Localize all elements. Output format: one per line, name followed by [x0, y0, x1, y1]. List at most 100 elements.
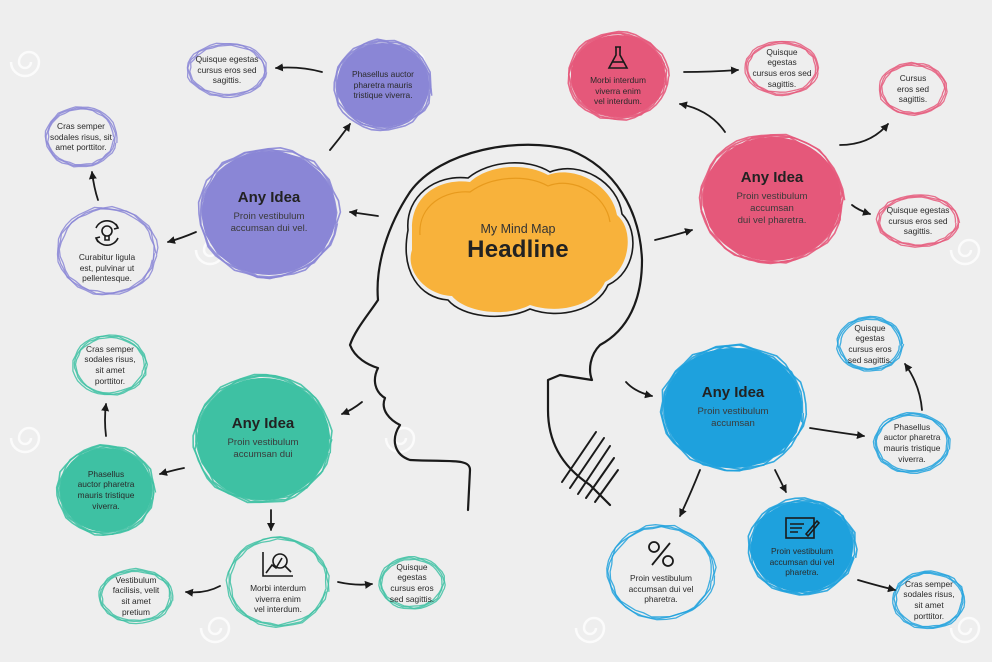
arrow-teal-to-filled — [159, 467, 185, 476]
headline-title: Headline — [467, 236, 569, 263]
blue-top-body: Quisque egestas cursus eros sed sagittis… — [847, 322, 893, 365]
teal-bottomleft-circle — [98, 567, 174, 625]
pink-main-node: Any Idea Proin vestibulum accumsan dui v… — [700, 134, 844, 264]
teal-main-title: Any Idea — [231, 415, 295, 433]
teal-bottomright-circle — [378, 555, 446, 610]
purple-left-body: Cras semper sodales risus, sit amet port… — [50, 120, 112, 153]
purple-left-node: Cras semper sodales risus, sit amet port… — [48, 108, 114, 166]
pink-bottom-circle — [875, 194, 961, 248]
blue-icon-circle — [606, 524, 717, 621]
lightbulb-cycle-icon — [94, 219, 120, 246]
teal-main-circle — [192, 373, 333, 504]
blue-right-body: Phasellus auctor pharetra mauris tristiq… — [883, 421, 941, 464]
blue-bottomright-body: Cras semper sodales risus, sit amet port… — [903, 578, 955, 621]
blue-main-title: Any Idea — [701, 384, 765, 402]
blue-bottomright-circle — [892, 570, 966, 630]
arrow-head-to-purple — [349, 209, 379, 217]
percent-icon — [648, 540, 674, 567]
blue-main-body: Proin vestibulum accumsan — [697, 405, 769, 430]
arrow-blue-to-icon — [679, 469, 701, 517]
arrow-purple-to-filled — [329, 123, 351, 151]
teal-top-body: Cras semper sodales risus, sit amet port… — [84, 343, 136, 386]
teal-main-node: Any Idea Proin vestibulum accumsan dui — [196, 376, 330, 502]
teal-filled-body: Phasellus auctor pharetra mauris tristiq… — [77, 468, 135, 511]
purple-main-title: Any Idea — [237, 189, 301, 207]
purple-topleft-node: Quisque egestas cursus eros sed sagittis… — [188, 44, 266, 96]
arrow-iconfilled-to-top — [683, 66, 739, 75]
teal-icon-circle — [225, 536, 330, 629]
chart-magnifier-icon — [262, 551, 293, 577]
teal-top-circle — [72, 334, 149, 396]
arrow-pink-to-iconfilled — [679, 101, 726, 133]
blue-iconfilled-node: Proin vestibulum accumsan dui vel pharet… — [750, 500, 854, 594]
pink-right-node: Cursus eros sed sagittis. — [880, 64, 946, 114]
central-headline: My Mind Map Headline — [430, 208, 606, 278]
purple-icon-body: Curabitur ligula est, pulvinar ut pellen… — [78, 251, 136, 284]
head-outline — [348, 143, 644, 512]
arrow-icon-to-bottomleft — [185, 585, 221, 597]
blue-main-node: Any Idea Proin vestibulum accumsan — [662, 346, 804, 470]
blue-right-node: Phasellus auctor pharetra mauris tristiq… — [874, 414, 950, 472]
purple-main-circle — [197, 146, 342, 280]
blue-iconfilled-circle — [747, 497, 858, 596]
teal-main-body: Proin vestibulum accumsan dui — [227, 436, 299, 461]
pink-top-node: Quisque egestas cursus eros sed sagittis… — [746, 42, 818, 94]
pink-main-title: Any Idea — [740, 169, 804, 187]
arrow-icon-to-bottomright — [337, 580, 373, 589]
teal-icon-node: Morbi interdum viverra enim vel interdum… — [228, 538, 328, 626]
pink-top-body: Quisque egestas cursus eros sed sagittis… — [752, 46, 812, 89]
arrow-head-to-pink — [654, 228, 693, 241]
teal-icon-body: Morbi interdum viverra enim vel interdum… — [250, 582, 306, 615]
teal-bottomright-body: Quisque egestas cursus eros sed sagittis… — [389, 561, 435, 604]
pink-iconfilled-circle — [567, 30, 670, 121]
arrow-filled-to-top — [101, 403, 110, 437]
arrow-iconfilled-to-bottomright — [857, 579, 896, 593]
purple-topleft-body: Quisque egestas cursus eros sed sagittis… — [195, 53, 259, 86]
pink-right-body: Cursus eros sed sagittis. — [896, 72, 930, 105]
pink-main-body: Proin vestibulum accumsan dui vel pharet… — [736, 190, 808, 227]
pink-bottom-node: Quisque egestas cursus eros sed sagittis… — [878, 196, 958, 246]
teal-bottomleft-body: Vestibulum facilisis, velit sit amet pre… — [112, 574, 160, 617]
teal-top-node: Cras semper sodales risus, sit amet port… — [74, 336, 146, 394]
blue-top-circle — [836, 315, 905, 372]
blue-bottomright-node: Cras semper sodales risus, sit amet port… — [894, 572, 964, 628]
pink-top-circle — [744, 40, 820, 97]
purple-filled-node: Phasellus auctor pharetra mauris tristiq… — [334, 40, 432, 130]
neck-hatching — [561, 431, 619, 503]
headline-subtitle: My Mind Map — [480, 222, 556, 236]
blue-icon-node: Proin vestibulum accumsan dui vel pharet… — [608, 526, 714, 618]
arrow-blue-to-iconfilled — [774, 469, 787, 493]
arrow-pink-to-right — [839, 123, 889, 146]
brain-shape — [405, 162, 634, 318]
pink-iconfilled-body: Morbi interdum viverra enim vel interdum… — [590, 74, 646, 107]
arrow-purple-to-icon — [167, 231, 197, 244]
purple-left-circle — [44, 106, 118, 168]
arrow-head-to-teal — [341, 401, 363, 416]
teal-filled-circle — [55, 443, 157, 537]
arrow-head-to-blue — [625, 381, 653, 399]
blue-iconfilled-body: Proin vestibulum accumsan dui vel pharet… — [769, 545, 835, 578]
blue-right-circle — [872, 412, 951, 474]
arrow-icon-to-left — [88, 171, 99, 201]
document-pen-icon — [785, 517, 820, 539]
blue-icon-body: Proin vestibulum accumsan dui vel pharet… — [628, 572, 694, 605]
purple-filled-body: Phasellus auctor pharetra mauris tristiq… — [352, 68, 414, 101]
flask-icon — [607, 46, 629, 69]
pink-iconfilled-node: Morbi interdum viverra enim vel interdum… — [568, 32, 668, 120]
arrow-filled-to-topleft — [275, 63, 323, 73]
purple-topleft-circle — [186, 42, 268, 99]
arrow-blue-to-top — [904, 363, 923, 411]
teal-filled-node: Phasellus auctor pharetra mauris tristiq… — [58, 446, 154, 534]
purple-main-node: Any Idea Proin vestibulum accumsan dui v… — [199, 148, 339, 278]
pink-right-circle — [878, 61, 948, 116]
arrow-blue-to-right — [809, 427, 865, 440]
blue-top-node: Quisque egestas cursus eros sed sagittis… — [838, 318, 902, 370]
purple-filled-circle — [333, 38, 433, 132]
purple-main-body: Proin vestibulum accumsan dui vel. — [230, 210, 308, 235]
node-circles — [44, 30, 966, 630]
purple-icon-node: Curabitur ligula est, pulvinar ut pellen… — [58, 208, 156, 294]
teal-bottomright-node: Quisque egestas cursus eros sed sagittis… — [380, 558, 444, 608]
pink-main-circle — [698, 133, 846, 265]
arrow-pink-to-bottom — [851, 204, 871, 216]
